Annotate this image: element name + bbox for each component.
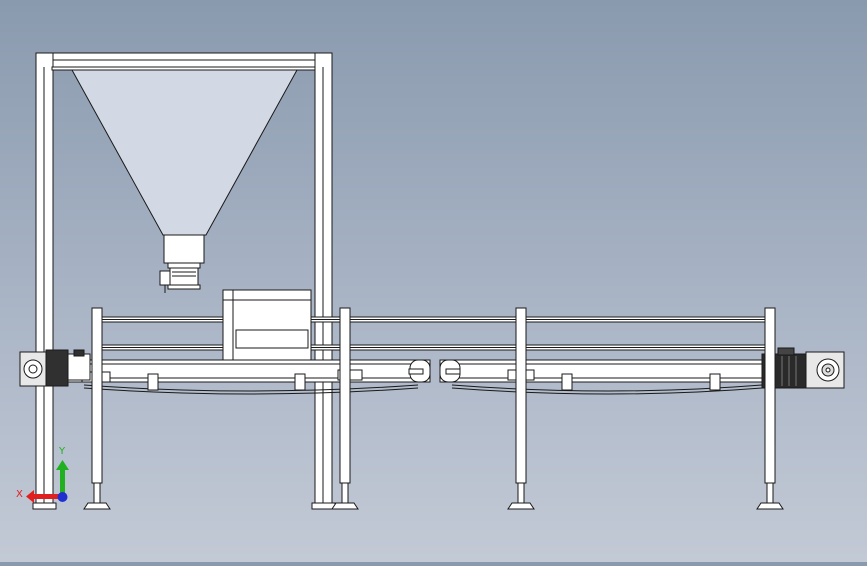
support-leg	[507, 307, 535, 510]
valve-body	[169, 267, 199, 287]
conveyor-right-return	[451, 384, 763, 392]
x-axis-arrow	[32, 494, 60, 499]
valve-handle	[159, 270, 171, 286]
conveyor-left-frame	[59, 359, 431, 383]
conveyor-left-return	[83, 384, 419, 392]
gearbox[interactable]	[805, 351, 845, 389]
hopper-outlet[interactable]	[159, 262, 201, 293]
feed-box-window	[235, 329, 309, 349]
gantry-left-foot	[32, 502, 57, 510]
hopper[interactable]	[51, 66, 316, 293]
guide-rail[interactable]	[96, 316, 774, 351]
bracket	[147, 373, 159, 391]
valve-flange-bottom	[167, 284, 201, 290]
valve-flange-top	[167, 262, 201, 269]
conveyor-left[interactable]	[59, 359, 431, 395]
support-leg	[331, 307, 359, 510]
drive-coupling-left	[45, 349, 69, 387]
bracket	[561, 373, 573, 391]
support-leg	[83, 307, 111, 510]
hopper-cone	[71, 69, 298, 236]
gantry-right-foot	[311, 502, 336, 510]
coordinate-triad: X Y	[16, 446, 69, 503]
hopper-neck	[163, 234, 205, 264]
support-legs[interactable]	[83, 307, 784, 510]
y-axis-arrow	[60, 468, 65, 498]
drive-left[interactable]	[19, 349, 91, 387]
frame-gantry[interactable]	[32, 52, 336, 510]
support-leg	[756, 307, 784, 510]
y-axis-label: Y	[58, 446, 66, 457]
motor-terminal-box	[777, 347, 795, 356]
bracket	[294, 373, 306, 391]
bracket	[709, 373, 721, 391]
z-axis-dot	[57, 492, 68, 502]
x-axis-label: X	[16, 489, 23, 500]
conveyor-right[interactable]	[439, 359, 771, 395]
